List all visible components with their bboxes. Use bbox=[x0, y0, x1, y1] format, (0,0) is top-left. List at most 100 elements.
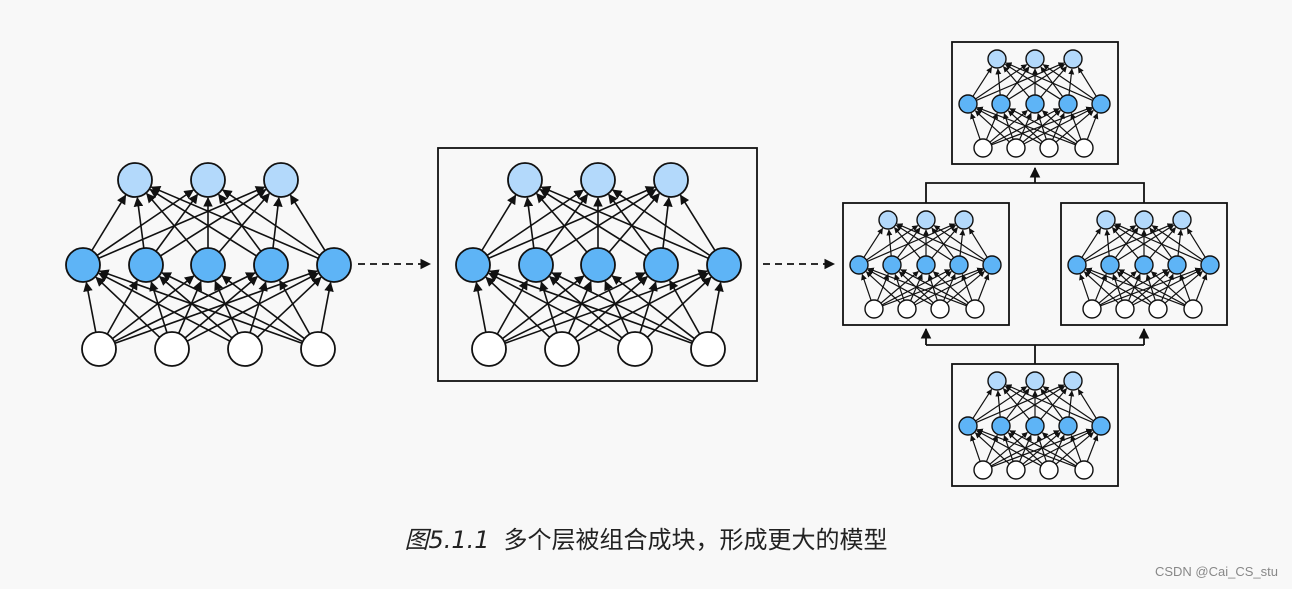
connection-arrow bbox=[98, 272, 231, 342]
connection-arrow bbox=[1009, 430, 1077, 467]
connection-arrow bbox=[1195, 273, 1208, 301]
connection-arrow bbox=[1085, 269, 1151, 306]
connection-arrow bbox=[218, 193, 262, 252]
connection-arrow bbox=[893, 227, 921, 259]
connection-arrow bbox=[222, 189, 321, 257]
output-node bbox=[1025, 49, 1045, 69]
connection-arrow bbox=[943, 273, 956, 301]
connection-arrow bbox=[970, 112, 981, 140]
connection-arrow bbox=[548, 276, 623, 339]
connection-arrow bbox=[184, 276, 259, 339]
connection-arrow bbox=[933, 225, 985, 261]
connection-arrow bbox=[679, 194, 716, 251]
connection-arrow bbox=[1005, 66, 1030, 98]
input-node bbox=[227, 331, 263, 367]
connection-arrow bbox=[1005, 384, 1093, 423]
hidden-node bbox=[1025, 416, 1045, 436]
connection-arrow bbox=[1040, 66, 1068, 98]
hidden-node bbox=[1134, 255, 1154, 275]
output-node bbox=[1172, 210, 1192, 230]
connection-arrow bbox=[646, 276, 712, 338]
connection-arrow bbox=[1086, 434, 1099, 462]
connection-arrow bbox=[1008, 63, 1066, 100]
right-block-network bbox=[1067, 210, 1220, 319]
hidden-node bbox=[916, 255, 936, 275]
connection-arrow bbox=[486, 189, 584, 257]
connection-arrow bbox=[91, 194, 127, 251]
connection-arrow bbox=[1004, 385, 1061, 422]
output-node bbox=[117, 162, 153, 198]
connection-arrow bbox=[863, 227, 884, 258]
connection-arrow bbox=[1150, 271, 1187, 304]
connection-arrow bbox=[488, 272, 621, 342]
hidden-node bbox=[1091, 94, 1111, 114]
watermark: CSDN @Cai_CS_stu bbox=[1154, 564, 1278, 579]
connection-arrow bbox=[1186, 227, 1206, 258]
output-node bbox=[878, 210, 898, 230]
connection-arrow bbox=[608, 192, 660, 253]
connection-arrow bbox=[1111, 227, 1139, 259]
connection-arrow bbox=[976, 428, 1076, 468]
connection-arrow bbox=[256, 276, 322, 338]
connection-arrow bbox=[1040, 388, 1064, 420]
connection-arrow bbox=[1114, 227, 1139, 259]
connection-arrow bbox=[1085, 267, 1185, 307]
hidden-node bbox=[580, 247, 616, 283]
connection-arrow bbox=[1114, 223, 1202, 262]
connection-arrow bbox=[96, 189, 194, 257]
connection-arrow bbox=[1151, 225, 1203, 261]
input-node bbox=[897, 299, 917, 319]
connection-arrow bbox=[146, 192, 198, 253]
input-node bbox=[1039, 138, 1059, 158]
hidden-node bbox=[1058, 94, 1078, 114]
hidden-node bbox=[128, 247, 164, 283]
hidden-node bbox=[991, 94, 1011, 114]
connection-arrow bbox=[995, 68, 1002, 96]
connection-arrow bbox=[1002, 388, 1030, 420]
hidden-node bbox=[849, 255, 869, 275]
input-node bbox=[1006, 138, 1026, 158]
connection-arrow bbox=[1005, 62, 1093, 101]
connection-arrow bbox=[975, 386, 1028, 422]
hidden-node bbox=[706, 247, 742, 283]
connection-arrow bbox=[1042, 386, 1094, 422]
connection-arrow bbox=[995, 390, 1002, 418]
hidden-node bbox=[991, 416, 1011, 436]
connection-arrow bbox=[1083, 271, 1119, 304]
connection-arrow bbox=[83, 281, 97, 333]
connection-arrow bbox=[1079, 273, 1090, 301]
bottom-block-network bbox=[958, 371, 1111, 480]
connection-arrow bbox=[218, 192, 270, 253]
block-frame bbox=[437, 147, 758, 382]
hidden-node bbox=[253, 247, 289, 283]
connection-arrow bbox=[481, 194, 517, 251]
hidden-node bbox=[518, 247, 554, 283]
hidden-node bbox=[1100, 255, 1120, 275]
hidden-node bbox=[1058, 416, 1078, 436]
connection-arrow bbox=[968, 227, 988, 258]
hidden-node bbox=[949, 255, 969, 275]
connection-arrow bbox=[214, 280, 239, 334]
input-node bbox=[1115, 299, 1135, 319]
connection-arrow bbox=[1084, 225, 1137, 261]
connection-arrow bbox=[669, 279, 701, 335]
connection-arrow bbox=[551, 272, 694, 343]
connection-arrow bbox=[608, 193, 652, 252]
connection-arrow bbox=[186, 272, 319, 342]
hidden-node bbox=[1200, 255, 1220, 275]
hidden-node bbox=[316, 247, 352, 283]
input-node bbox=[973, 460, 993, 480]
connection-arrow bbox=[1179, 273, 1191, 301]
connection-arrow bbox=[931, 227, 955, 259]
input-node bbox=[864, 299, 884, 319]
connection-arrow bbox=[972, 66, 993, 97]
figure-label: 图5.1.1 bbox=[404, 526, 490, 554]
hidden-node bbox=[958, 416, 978, 436]
output-node bbox=[1063, 49, 1083, 69]
connection-arrow bbox=[249, 281, 268, 333]
connection-arrow bbox=[1149, 227, 1173, 259]
connection-arrow bbox=[961, 273, 973, 301]
input-node bbox=[471, 331, 507, 367]
connection-arrow bbox=[867, 267, 967, 307]
input-node bbox=[930, 299, 950, 319]
